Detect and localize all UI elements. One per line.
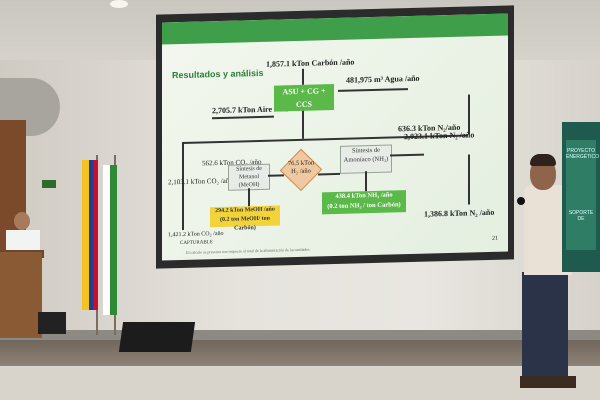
slide-title: Resultados y análisis [172, 67, 264, 81]
water-arrow [338, 88, 408, 92]
event-banner-panel: PROYECTO ENERGÉTICO SOPORTE DE [566, 140, 600, 250]
stage-front [0, 368, 600, 400]
presenter-shoes [520, 376, 576, 388]
n2-remaining-label: 1,386.8 kTon N₂ /año [424, 207, 495, 219]
asu-cg-ccs-box: ASU + CG + CCS [274, 84, 334, 112]
h2-to-methanol [268, 174, 284, 177]
n2-down-line [468, 154, 470, 205]
ammonia-synthesis-box: Síntesis de Amoníaco (NH₃) [340, 144, 392, 174]
n2-to-ammonia-arrow [390, 153, 424, 157]
ammonia-output-box: 438.4 kTon NH₃ /año (0.2 ton NH₃ / ton C… [322, 190, 406, 215]
banner-line-2: ENERGÉTICO [566, 154, 600, 160]
captured-sub-label: CAPTURABLE [180, 240, 213, 247]
stage-floor [0, 338, 600, 366]
carbon-arrow [302, 68, 304, 85]
methanol-synthesis-box: Síntesis de Metanol (MeOH) [228, 163, 270, 191]
hydrogen-label: 76.5 kTon H₂ /año [287, 159, 315, 176]
main-down-line [302, 110, 304, 139]
stage-monitor-speaker [118, 322, 196, 352]
slide-footnote: El cálculo se presenta con respecto al t… [186, 246, 310, 255]
co2-total-label: 2,103.1 kTon CO₂ /año [168, 176, 233, 187]
presenter-hair [530, 154, 556, 166]
moderator-head [14, 212, 30, 230]
ammonia-output-ratio: (0.2 ton NH₃ / ton Carbón) [327, 201, 401, 211]
n2-right-line [468, 94, 470, 135]
podium [0, 252, 42, 338]
slide-page-number: 21 [492, 235, 498, 242]
presentation-slide: Resultados y análisis 1,857.1 kTon Carbó… [162, 13, 508, 261]
regional-flag [103, 165, 117, 315]
presenter-legs [522, 272, 568, 382]
stage-edge [0, 330, 600, 340]
chair [38, 312, 66, 334]
n2-to-ammonia-label: 636.3 kTon N₂/año [398, 122, 461, 134]
ammonia-out-arrow [365, 171, 367, 192]
co2-captured-label: 1,421.2 kTon CO₂ /año [168, 230, 224, 239]
h2-to-ammonia [318, 172, 340, 175]
colombia-flag [82, 160, 98, 310]
banner-line-1: PROYECTO [567, 148, 595, 154]
ceiling-light [110, 0, 128, 8]
methanol-out-arrow [248, 188, 250, 207]
methanol-output-box: 294.2 kTon MeOH /año (0.2 ton MeOH/ ton … [210, 205, 280, 232]
carbon-input-label: 1,857.1 kTon Carbón /año [266, 57, 355, 69]
banner-line-3: SOPORTE DE [568, 210, 594, 222]
water-input-label: 481,975 m³ Agua /año [346, 73, 420, 85]
air-arrow [212, 115, 274, 119]
exit-sign [42, 180, 56, 188]
microphone-icon [517, 197, 525, 205]
